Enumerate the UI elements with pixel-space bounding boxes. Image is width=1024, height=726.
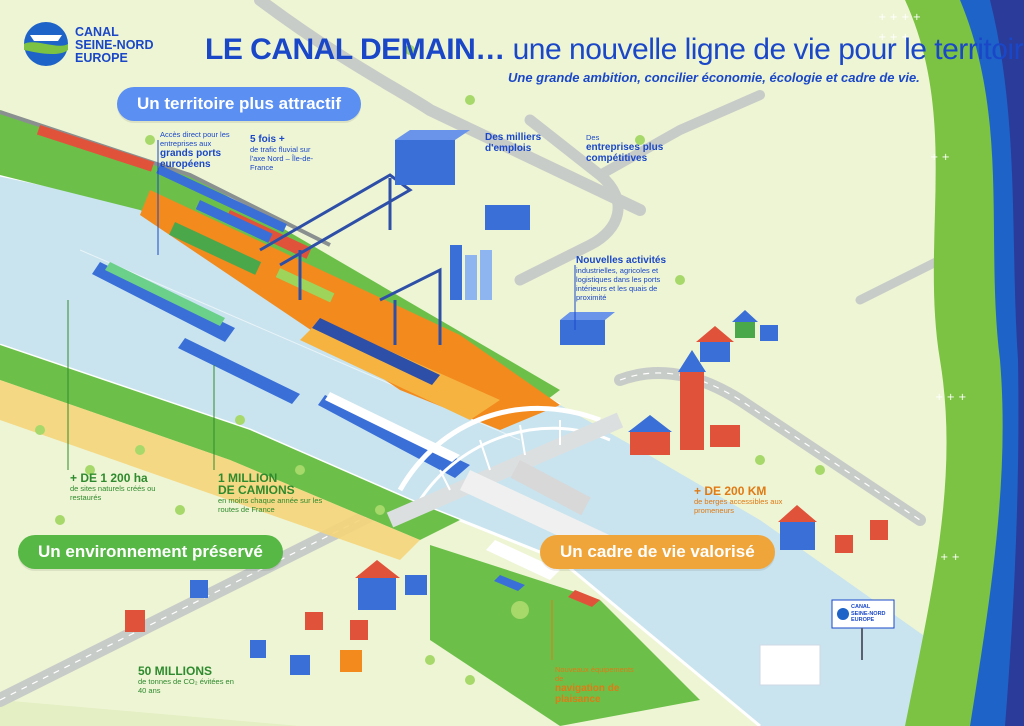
logo-mark: [24, 22, 68, 66]
note-companies: Des entreprises plus compétitives: [586, 133, 686, 164]
note-activities-big: Nouvelles activités: [576, 255, 667, 266]
svg-text:+ +: + +: [930, 152, 950, 163]
logo-line-1: CANAL: [75, 25, 119, 39]
sign-line-3: EUROPE: [851, 617, 875, 623]
note-companies-small: Des: [586, 133, 600, 142]
svg-text:+ + +: + + +: [878, 32, 910, 43]
title-rest: une nouvelle ligne de vie pour le territ…: [504, 33, 1024, 66]
note-sites-small: de sites naturels créés ou restaurés: [70, 484, 156, 502]
sign-line-2: SEINE-NORD: [851, 610, 886, 617]
svg-text:+ + + +: + + + +: [878, 12, 921, 23]
page-subtitle: Une grande ambition, concilier économie,…: [508, 70, 920, 85]
note-ports-big: grands ports européens: [160, 148, 222, 170]
svg-text:+ +: + +: [940, 552, 960, 563]
note-traffic-small: de trafic fluvial sur l'axe Nord – Île-d…: [250, 145, 314, 172]
page-title: LE CANAL DEMAIN… une nouvelle ligne de v…: [205, 33, 1024, 67]
logo-line-2: SEINE-NORD: [75, 38, 154, 52]
note-traffic-big: 5 fois +: [250, 134, 285, 145]
industrial-buildings: [395, 130, 821, 686]
note-sites: + DE 1 200 ha de sites naturels créés ou…: [70, 472, 175, 502]
note-marina: Nouveaux équipements de navigation de pl…: [555, 665, 640, 705]
sign-board: [831, 599, 895, 660]
note-jobs-text: Des milliers d'emplois: [485, 132, 542, 154]
logo-line-3: EUROPE: [75, 51, 128, 65]
containers: [169, 200, 335, 303]
note-co2-small: de tonnes de CO₂ évitées en 40 ans: [138, 677, 234, 695]
note-ports: Accès direct pour les entreprises aux gr…: [160, 130, 255, 170]
note-co2: 50 MILLIONS de tonnes de CO₂ évitées en …: [138, 665, 243, 695]
note-banks-big: + DE 200 KM: [694, 484, 767, 498]
trees: [35, 45, 825, 685]
green-bank-lower: [0, 345, 460, 540]
svg-text:+ + +: + + +: [935, 392, 967, 403]
sign-line-1: CANAL: [851, 604, 871, 610]
note-ports-small: Accès direct pour les entreprises aux: [160, 130, 230, 148]
note-companies-big: entreprises plus compétitives: [586, 142, 664, 164]
note-activities: Nouvelles activités industrielles, agric…: [576, 255, 686, 302]
section-attractive-label: Un territoire plus attractif: [117, 87, 362, 121]
sign-board-text: CANAL SEINE-NORD EUROPE: [851, 604, 886, 624]
note-connectors: [67, 140, 576, 660]
note-trucks: 1 MILLION DE CAMIONS en moins chaque ann…: [218, 472, 323, 514]
note-trucks-big-2: DE CAMIONS: [218, 483, 295, 497]
note-banks: + DE 200 KM de berges accessibles aux pr…: [694, 485, 794, 515]
note-marina-small: Nouveaux équipements de: [555, 665, 634, 683]
arch-bridge: [386, 405, 624, 528]
note-trucks-big-1: 1 MILLION: [218, 471, 278, 485]
note-traffic: 5 fois + de trafic fluvial sur l'axe Nor…: [250, 134, 320, 172]
logo-wordmark: CANAL SEINE-NORD EUROPE: [75, 26, 153, 65]
barges: [92, 262, 470, 478]
note-jobs: Des milliers d'emplois: [485, 132, 565, 154]
note-activities-small: industrielles, agricoles et logistiques …: [576, 266, 661, 302]
orange-quay: [140, 190, 560, 430]
note-banks-small: de berges accessibles aux promeneurs: [694, 497, 783, 515]
note-trucks-small: en moins chaque année sur les routes de …: [218, 496, 323, 514]
ribbon: [905, 0, 1024, 726]
title-bold: LE CANAL DEMAIN…: [205, 33, 505, 66]
sparkles: + + + + + + + + + + + + + +: [878, 12, 967, 563]
section-environment-label: Un environnement préservé: [18, 535, 283, 569]
park-lawn: [430, 545, 700, 726]
note-marina-big: navigation de plaisance: [555, 683, 620, 705]
note-sites-big: + DE 1 200 ha: [70, 471, 148, 485]
note-co2-big: 50 MILLIONS: [138, 664, 213, 678]
houses: [125, 310, 888, 675]
railway: [0, 110, 331, 247]
section-living-label: Un cadre de vie valorisé: [540, 535, 775, 569]
